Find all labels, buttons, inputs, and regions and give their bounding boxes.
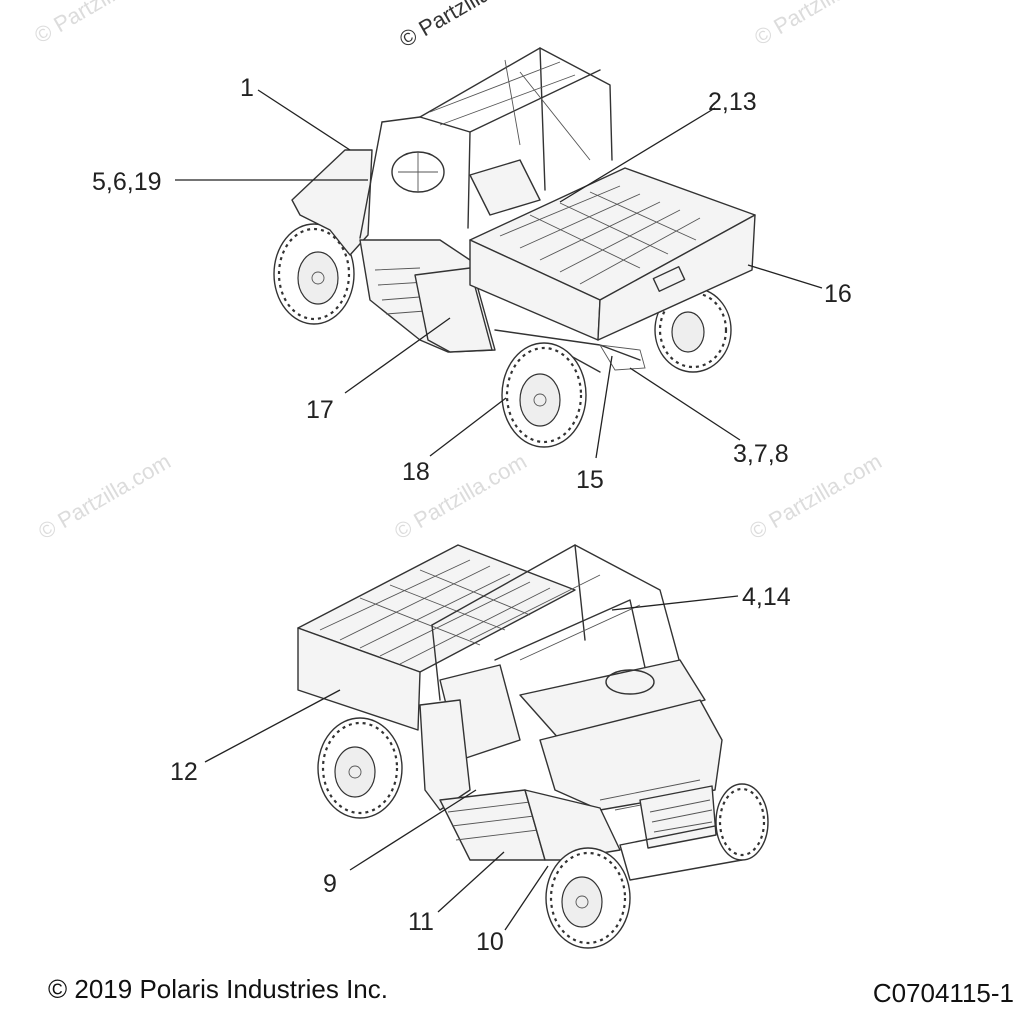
leader-1 [257,89,351,151]
callout-2-13: 2,13 [708,88,757,116]
rear-left-wheel-bottom [317,717,403,819]
door-panel-top [414,267,493,353]
bed-side-bottom [297,627,421,731]
callout-18: 18 [402,458,430,486]
leader-18 [429,397,507,457]
roll-cage-bottom [431,544,691,701]
leader-15 [595,355,613,459]
tailgate-handle-top [652,266,686,292]
leader-lines [175,89,823,931]
watermark-mid-left: © Partzilla.com [34,449,175,545]
callout-5-6-19: 5,6,19 [92,168,162,196]
dashboard-bottom [519,659,706,741]
leader-2-13 [559,107,716,203]
rear-right-wheel-top [654,287,732,373]
door-panel-bottom [419,699,471,811]
callout-11: 11 [408,908,434,936]
callout-12: 12 [170,758,198,786]
leader-3-7-8 [629,367,741,441]
callout-4-14: 4,14 [742,583,791,611]
leader-9 [349,789,477,871]
tailgate-top [597,214,756,341]
callout-16: 16 [824,280,852,308]
callout-3-7-8: 3,7,8 [733,440,789,468]
watermark-top-right: © Partzilla.com [750,0,891,50]
leader-16 [747,264,823,289]
callout-15: 15 [576,466,604,494]
watermark-top-left: © Partzilla.com [30,0,171,48]
leader-17 [344,317,451,394]
leader-11 [437,851,505,913]
seat-top [469,159,541,216]
callout-labels: 1 2,13 5,6,19 16 17 18 15 3,7,8 4,14 12 … [92,74,852,956]
leader-12 [204,689,341,763]
vehicle-bottom-front-view [297,544,769,949]
steering-wheel-bottom [605,669,655,695]
roll-cage-front-hoop [381,116,471,229]
callout-10: 10 [476,928,504,956]
copyright-notice: © 2019 Polaris Industries Inc. [48,974,388,1004]
callout-17: 17 [306,396,334,424]
vehicle-top-rear-view [273,47,756,448]
leader-10 [504,865,549,931]
watermark-top-center: © Partzilla [395,0,495,52]
rear-left-wheel-top [501,342,587,448]
front-left-wheel-top [273,223,355,325]
callout-1: 1 [240,74,254,102]
figure-code: C0704115-1 [872,978,1014,1008]
front-right-wheel-bottom [715,783,769,861]
callout-9: 9 [323,870,337,898]
front-left-wheel-bottom [545,847,631,949]
hood-bottom [539,699,723,811]
leader-4-14 [611,595,739,611]
